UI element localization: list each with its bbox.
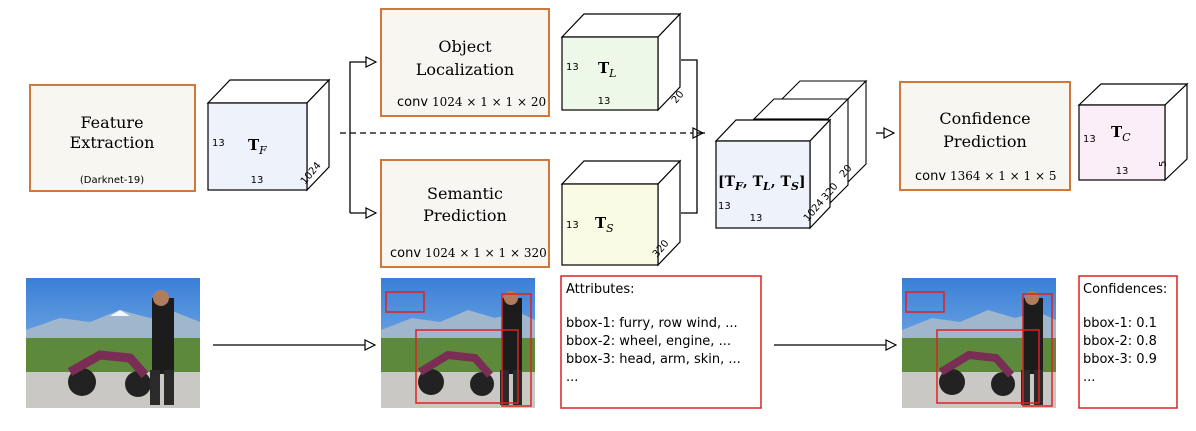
confidences-panel: Confidences: bbox-1: 0.1 bbox-2: 0.8 bbo… — [1078, 275, 1178, 409]
confidences-row: ... — [1083, 370, 1095, 385]
semantic-prediction-conv-dims: 1024 × 1 × 1 × 320 — [425, 246, 547, 260]
attributes-photo — [381, 278, 535, 408]
object-localization-box: Object Localization conv 1024 × 1 × 1 × … — [380, 8, 550, 117]
concat-height-label: 13 — [718, 201, 731, 212]
bbox-1 — [905, 291, 945, 313]
feature-extraction-title-line2: Extraction — [70, 133, 155, 152]
tc-symbol: TC — [1111, 123, 1131, 144]
tensor-ts-cube: 13 320 TS — [560, 159, 682, 267]
bbox-2 — [936, 329, 1040, 404]
attributes-panel: Attributes: bbox-1: furry, row wind, ...… — [560, 275, 762, 409]
tensor-tc-cube: 13 13 5 TC — [1077, 82, 1189, 182]
tensor-tf-cube: 13 13 1024 TF — [206, 78, 331, 192]
tl-width-label: 13 — [598, 96, 611, 107]
tf-width-label: 13 — [251, 175, 264, 186]
attributes-row: bbox-3: head, arm, skin, ... — [566, 352, 741, 367]
confidences-row: bbox-2: 0.8 — [1083, 334, 1157, 349]
feature-extraction-box: Feature Extraction (Darknet-19) — [29, 84, 196, 192]
semantic-prediction-box: Semantic Prediction conv 1024 × 1 × 1 × … — [380, 159, 550, 268]
confidence-prediction-title-line1: Confidence — [939, 109, 1030, 128]
object-localization-title-line2: Localization — [416, 60, 514, 79]
object-localization-conv-label: conv — [397, 95, 428, 110]
input-photo — [26, 278, 200, 408]
tf-symbol: TF — [248, 136, 267, 157]
confidences-photo — [902, 278, 1056, 408]
concat-width-label: 13 — [750, 213, 763, 224]
tensor-tl-cube: 13 13 20 TL — [560, 12, 686, 112]
bbox-3 — [501, 293, 532, 407]
backbone-label: (Darknet-19) — [80, 175, 144, 186]
semantic-prediction-conv-label: conv — [390, 246, 421, 261]
ts-symbol: TS — [595, 214, 614, 235]
confidences-title: Confidences: — [1083, 282, 1167, 297]
bbox-3 — [1022, 293, 1053, 407]
confidence-prediction-conv-dims: 1364 × 1 × 1 × 5 — [950, 169, 1057, 183]
confidences-row: bbox-3: 0.9 — [1083, 352, 1157, 367]
object-localization-conv-dims: 1024 × 1 × 1 × 20 — [432, 95, 546, 109]
attributes-row: ... — [566, 370, 578, 385]
merge-bracket — [681, 59, 698, 214]
tf-height-label: 13 — [212, 138, 225, 149]
attributes-row: bbox-2: wheel, engine, ... — [566, 334, 731, 349]
confidence-prediction-title-line2: Prediction — [943, 132, 1027, 151]
tensor-concat-stack: [TF, TL, TS] 13 13 1024 320 20 — [714, 79, 868, 230]
tc-width-label: 13 — [1116, 166, 1129, 177]
feature-extraction-title-line1: Feature — [80, 113, 143, 132]
tc-depth-label: 5 — [1158, 161, 1169, 167]
tc-height-label: 13 — [1083, 134, 1096, 145]
attributes-title: Attributes: — [566, 282, 635, 297]
tl-symbol: TL — [598, 59, 616, 80]
bbox-1 — [385, 291, 425, 313]
branch-arrow-localization — [349, 62, 376, 213]
connectors — [213, 60, 896, 345]
confidence-prediction-box: Confidence Prediction conv 1364 × 1 × 1 … — [899, 81, 1071, 191]
object-localization-title-line1: Object — [438, 37, 492, 56]
attributes-row: bbox-1: furry, row wind, ... — [566, 316, 738, 331]
semantic-prediction-title-line1: Semantic — [427, 184, 503, 203]
ts-height-label: 13 — [566, 220, 579, 231]
semantic-prediction-title-line2: Prediction — [423, 206, 507, 225]
confidence-prediction-conv-label: conv — [915, 169, 946, 184]
tl-height-label: 13 — [566, 62, 579, 73]
bbox-2 — [415, 329, 519, 404]
confidences-row: bbox-1: 0.1 — [1083, 316, 1157, 331]
